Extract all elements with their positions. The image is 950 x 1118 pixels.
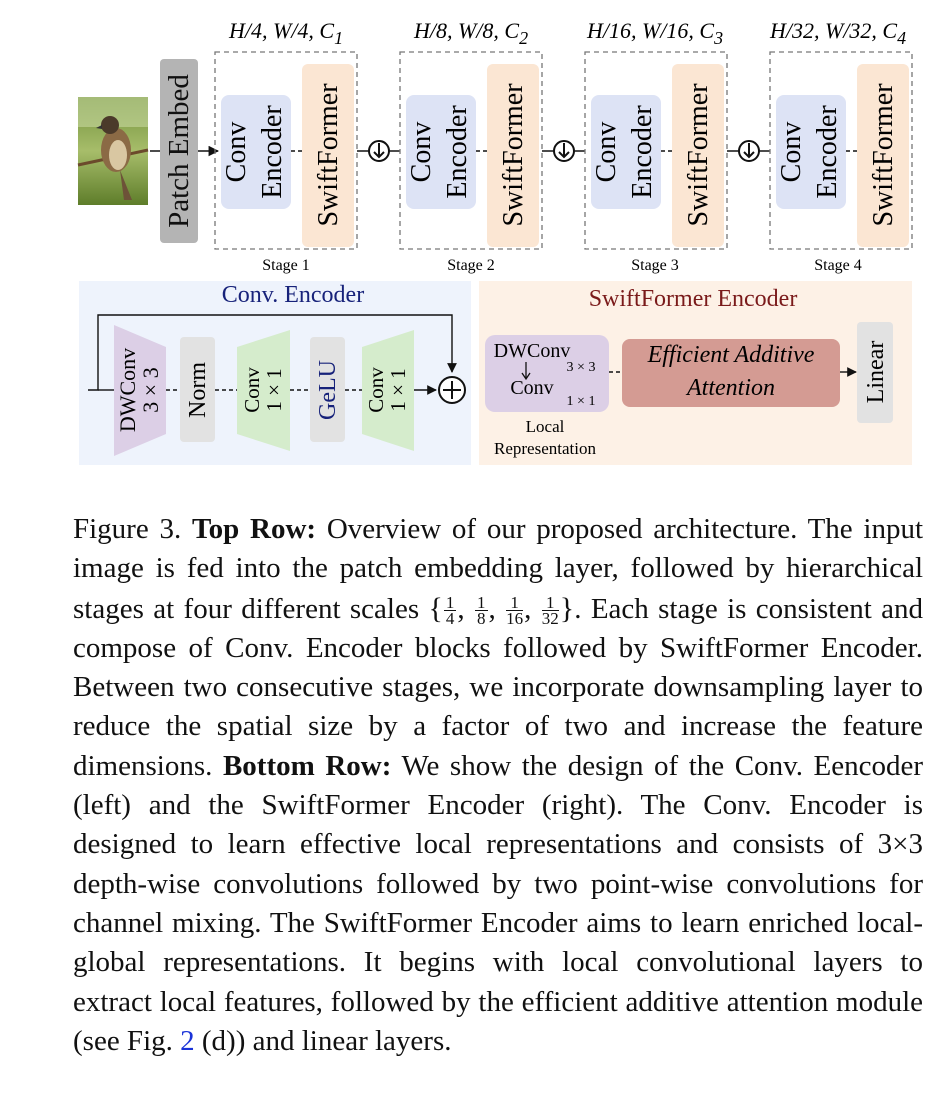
- downsample-1: [357, 140, 400, 162]
- patch-embed-block: Patch Embed: [160, 59, 198, 243]
- downsample-3: [727, 140, 770, 162]
- conv-encoder-norm-label: Norm: [185, 362, 211, 418]
- input-bird-image: [77, 97, 149, 205]
- figure-label: Figure 3.: [73, 513, 182, 545]
- stage-1-swiftformer-label: SwiftFormer: [313, 83, 344, 227]
- stage-3-dims: H/16, W/16, C3: [586, 18, 723, 48]
- downsample-2: [542, 140, 585, 162]
- linear-label: Linear: [863, 341, 889, 404]
- swiftformer-encoder-title: SwiftFormer Encoder: [589, 286, 798, 312]
- attention-label-1: Efficient Additive: [647, 342, 815, 368]
- swiftformer-dwconv-size: 3 × 3: [567, 360, 596, 375]
- conv-encoder-panel: Conv. Encoder DWConv 3 × 3 Norm Conv 1 ×…: [79, 281, 471, 465]
- stage-2-dims: H/8, W/8, C2: [413, 18, 528, 48]
- stage-4-encoder-label: Encoder: [812, 105, 843, 199]
- stage-3: H/16, W/16, C3 Conv Encoder SwiftFormer …: [584, 18, 728, 274]
- conv-encoder-dwconv-label: DWConv: [115, 348, 140, 432]
- stage-3-conv-label: Conv: [591, 122, 622, 183]
- caption-text-1: Overview of our proposed architecture. T…: [73, 513, 924, 625]
- conv-encoder-conv2-label: Conv: [364, 367, 388, 413]
- stage-3-swiftformer-label: SwiftFormer: [683, 83, 714, 227]
- stage-4: H/32, W/32, C4 Conv Encoder SwiftFormer …: [769, 18, 913, 274]
- attention-label-2: Attention: [685, 375, 775, 401]
- caption-text-4: (d)) and linear layers.: [201, 1024, 452, 1057]
- stage-3-label: Stage 3: [631, 257, 679, 274]
- swiftformer-conv-size: 1 × 1: [567, 394, 596, 409]
- swiftformer-conv-label: Conv: [510, 377, 553, 399]
- local-representation-label-1: Local: [526, 417, 565, 436]
- stage-2-swiftformer-label: SwiftFormer: [498, 83, 529, 227]
- stage-2: H/8, W/8, C2 Conv Encoder SwiftFormer St…: [399, 18, 543, 274]
- stage-1-dims: H/4, W/4, C1: [228, 18, 343, 48]
- swiftformer-dwconv-label: DWConv: [494, 340, 571, 362]
- conv-encoder-conv1-label: Conv: [240, 367, 264, 413]
- conv-encoder-title: Conv. Encoder: [222, 282, 364, 308]
- figure-reference-link[interactable]: 2: [180, 1024, 195, 1057]
- stage-1-encoder-label: Encoder: [257, 105, 288, 199]
- residual-add-icon: [438, 376, 466, 404]
- stage-4-swiftformer-label: SwiftFormer: [868, 83, 899, 227]
- conv-encoder-conv1-size: 1 × 1: [262, 368, 286, 411]
- stage-1-label: Stage 1: [262, 257, 310, 274]
- conv-encoder-conv2-size: 1 × 1: [386, 368, 410, 411]
- caption-text-2: . Each stage is consistent and compose o…: [73, 592, 924, 782]
- bottom-row-heading: Bottom Row:: [222, 749, 392, 782]
- stage-4-label: Stage 4: [814, 257, 862, 274]
- architecture-diagram: Patch Embed H/4, W/4, C1 Conv Encoder Sw…: [77, 18, 913, 465]
- figure-caption: Figure 3. Top Row: Overview of our propo…: [73, 513, 924, 1057]
- stage-4-dims: H/32, W/32, C4: [769, 18, 906, 48]
- stage-4-conv-label: Conv: [776, 122, 807, 183]
- local-representation-label-2: Representation: [494, 439, 596, 458]
- stage-2-conv-label: Conv: [406, 122, 437, 183]
- stage-2-encoder-label: Encoder: [442, 105, 473, 199]
- conv-encoder-gelu-label: GeLU: [315, 360, 341, 420]
- top-row-heading: Top Row:: [191, 513, 317, 545]
- stage-3-encoder-label: Encoder: [627, 105, 658, 199]
- conv-encoder-dwconv-size: 3 × 3: [138, 367, 163, 412]
- swiftformer-encoder-panel: SwiftFormer Encoder DWConv 3 × 3 Conv 1 …: [479, 281, 912, 465]
- stage-1: H/4, W/4, C1 Conv Encoder SwiftFormer St…: [214, 18, 358, 274]
- stage-1-conv-label: Conv: [221, 122, 252, 183]
- patch-embed-label: Patch Embed: [163, 74, 195, 228]
- caption-text-3: We show the design of the Conv. Eencoder…: [73, 749, 924, 1057]
- stage-2-label: Stage 2: [447, 257, 495, 274]
